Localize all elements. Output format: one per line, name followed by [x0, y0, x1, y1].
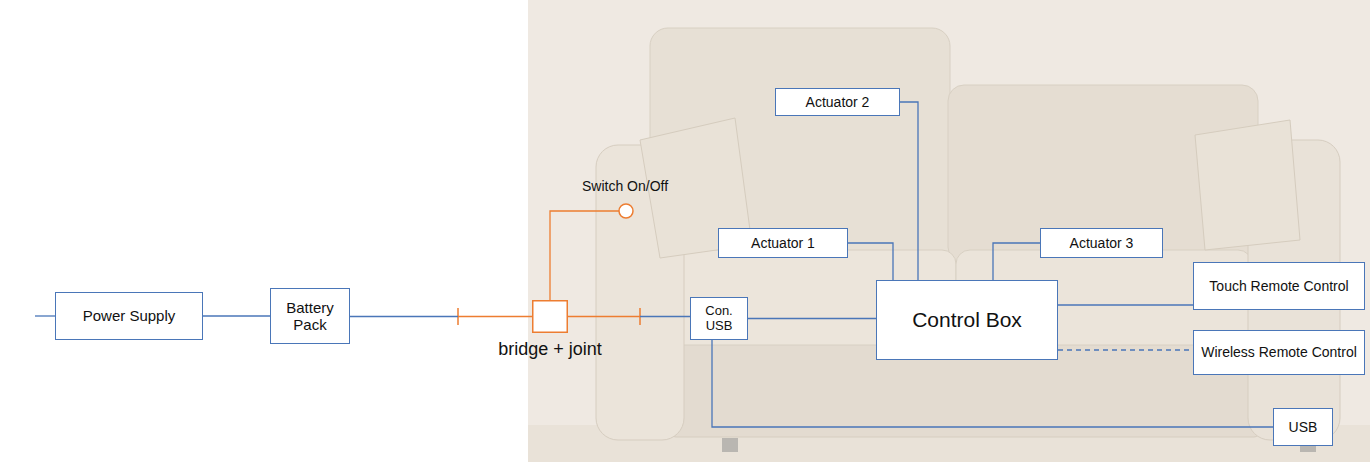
wire-segment [458, 316, 533, 317]
wire [993, 243, 1040, 280]
sofa-pillow [1195, 120, 1300, 250]
wire-segment [900, 102, 918, 280]
switch-circle [618, 203, 634, 219]
switch: Switch On/Off [550, 178, 700, 220]
node-label: Battery Pack [277, 299, 343, 334]
wire-segment [203, 315, 270, 316]
node-label: Actuator 2 [806, 94, 870, 110]
node-label: Touch Remote Control [1209, 278, 1348, 294]
wire [848, 243, 893, 280]
usb-connector-box: Con. USB [690, 297, 748, 340]
wire [1058, 350, 1193, 351]
wire [350, 316, 533, 317]
wire [550, 211, 619, 301]
input-lead [35, 315, 55, 316]
node-label: Power Supply [83, 307, 176, 324]
photo-ground [528, 0, 1370, 462]
node-label: Con. USB [697, 304, 741, 334]
wire-segment [1058, 349, 1193, 350]
wire [567, 316, 690, 317]
remote-box: Wireless Remote Control [1193, 330, 1365, 375]
wire-segment [350, 316, 458, 317]
node-label: Wireless Remote Control [1201, 344, 1357, 360]
bridge-joint: bridge + joint [470, 300, 630, 366]
node-label: Control Box [912, 308, 1022, 332]
wire [900, 102, 918, 280]
wire [1058, 305, 1193, 306]
wire-segment [848, 243, 893, 280]
node-label: Actuator 3 [1070, 235, 1134, 251]
wire [748, 318, 876, 319]
actuator-box: Actuator 3 [1040, 228, 1163, 258]
node-label: USB [1289, 419, 1318, 435]
wire [203, 316, 270, 317]
wire-segment [1058, 304, 1193, 305]
control-box: Control Box [876, 280, 1058, 360]
node-label: bridge + joint [470, 339, 630, 360]
node-label: Actuator 1 [751, 235, 815, 251]
wire-segment [567, 316, 640, 317]
wire-segment [640, 316, 690, 317]
actuator-box: Actuator 1 [718, 228, 848, 258]
node-label: Switch On/Off [550, 178, 700, 194]
sofa-foot [722, 438, 738, 452]
switch-outline [619, 204, 633, 218]
battery-box: Battery Pack [270, 288, 350, 344]
usb-box: USB [1273, 408, 1333, 446]
remote-box: Touch Remote Control [1193, 262, 1365, 310]
wire-segment [550, 211, 619, 301]
wire-segment [748, 318, 876, 319]
joint-outline [533, 301, 568, 333]
actuator-box: Actuator 2 [775, 88, 900, 116]
wire-segment [993, 243, 1040, 280]
joint-square [532, 300, 568, 333]
power-supply-box: Power Supply [55, 292, 203, 340]
